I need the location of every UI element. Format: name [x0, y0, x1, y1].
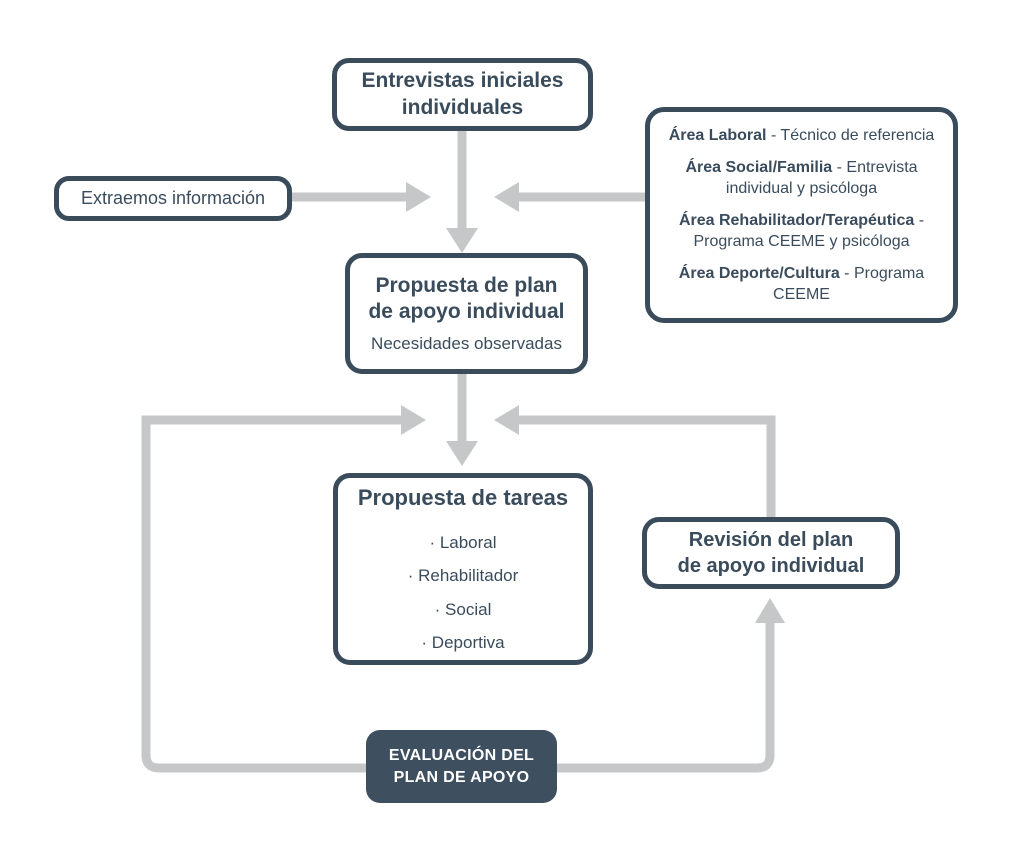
node-title: Propuesta de tareas	[357, 484, 569, 510]
tarea-item-deportiva: · Deportiva	[421, 632, 505, 652]
node-areas-informacion: Área Laboral - Técnico de referencia Áre…	[645, 107, 958, 323]
area-item-rehabilitador-terapeutica: Área Rehabilitador/Terapéutica - Program…	[656, 210, 948, 252]
arrow-evaluacion-to-revision	[557, 598, 785, 773]
node-title: Propuesta de plan de apoyo individual	[368, 273, 565, 324]
area-item-desc: - Entrevista individual y psicóloga	[725, 158, 918, 197]
arrow-areas-to-center	[494, 182, 645, 212]
area-item-lead: Área Deporte/Cultura	[678, 265, 840, 283]
area-item-desc: - Programa CEEME	[773, 265, 925, 304]
node-title: EVALUACIÓN DEL PLAN DE APOYO	[388, 746, 535, 786]
node-subtitle: Necesidades observadas	[371, 333, 562, 353]
arrow-evaluacion-left-loop	[141, 405, 426, 773]
node-title: Revisión del plan de apoyo individual	[677, 529, 865, 577]
area-item-lead: Área Social/Familia	[685, 158, 833, 176]
area-item-desc: - Técnico de referencia	[766, 126, 935, 144]
area-item-desc: - Programa CEEME y psicóloga	[693, 211, 925, 251]
arrow-extraemos-to-center	[292, 182, 431, 212]
arrow-revision-to-center	[494, 405, 776, 517]
node-propuesta-plan: Propuesta de plan de apoyo individual Ne…	[345, 253, 588, 374]
tarea-item-social: · Social	[434, 599, 492, 619]
area-item-social-familia: Área Social/Familia - Entrevista individ…	[656, 157, 948, 199]
area-item-deporte-cultura: Área Deporte/Cultura - Programa CEEME	[656, 263, 948, 305]
area-item-lead: Área Rehabilitador/Terapéutica	[678, 211, 915, 229]
node-extraemos-informacion: Extraemos información	[54, 176, 292, 221]
node-evaluacion-plan: EVALUACIÓN DEL PLAN DE APOYO	[366, 730, 557, 803]
node-propuesta-tareas: Propuesta de tareas · Laboral · Rehabili…	[333, 473, 593, 665]
arrow-entrevistas-to-propuesta-plan	[446, 131, 478, 253]
area-item-laboral: Área Laboral - Técnico de referencia	[656, 125, 948, 146]
node-title: Entrevistas iniciales individuales	[361, 69, 564, 119]
node-entrevistas-iniciales: Entrevistas iniciales individuales	[332, 58, 593, 131]
node-revision-plan: Revisión del plan de apoyo individual	[642, 517, 900, 589]
node-label: Extraemos información	[80, 188, 266, 208]
tarea-item-laboral: · Laboral	[429, 532, 497, 552]
arrow-propuesta-plan-to-tareas	[446, 374, 478, 466]
area-item-lead: Área Laboral	[668, 126, 767, 144]
tarea-item-rehabilitador: · Rehabilitador	[407, 566, 519, 586]
